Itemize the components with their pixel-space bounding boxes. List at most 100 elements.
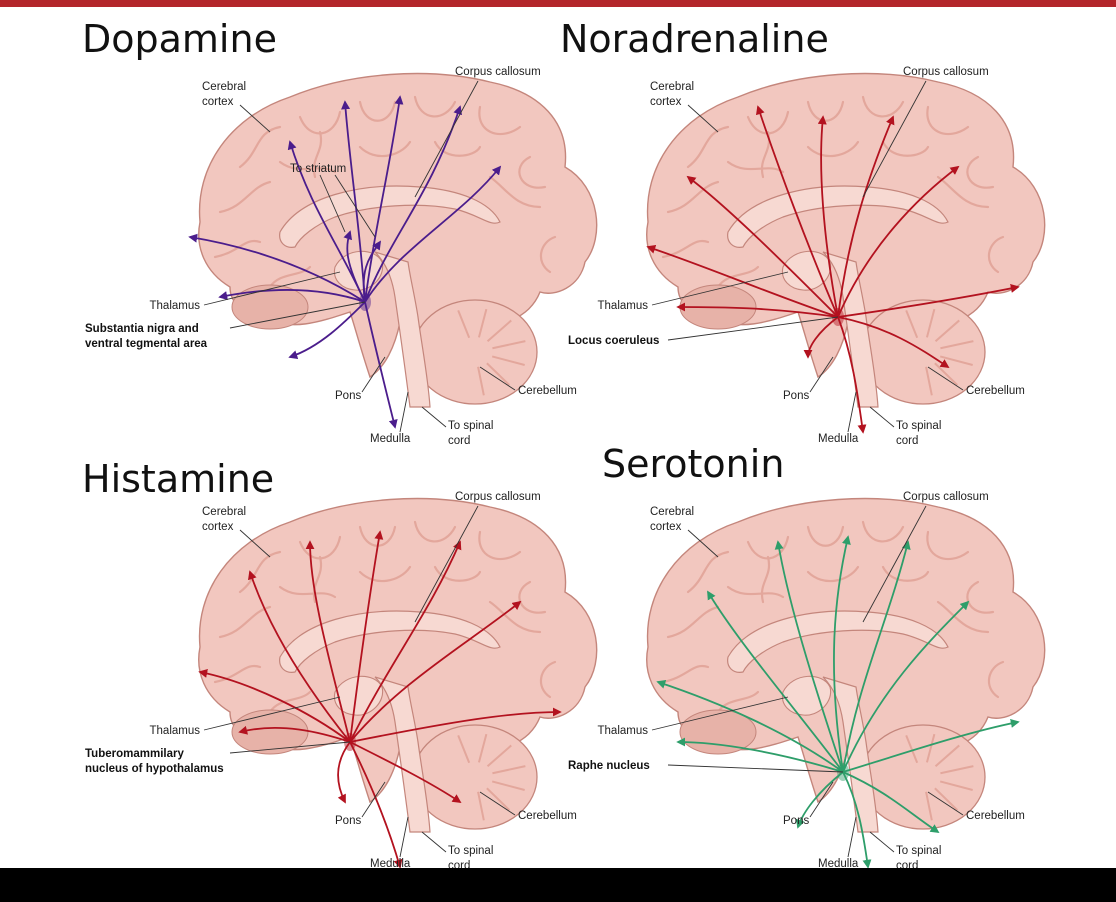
pathway-arrow [198,669,351,743]
label-to-spinal-cord: To spinal [896,420,941,432]
brainstem-shape [374,676,431,833]
thalamus-shape [781,250,832,291]
pathway-arrow [362,240,381,303]
pathway-arrow [341,100,366,303]
cerebellum-folia [491,355,525,366]
label-cerebral-cortex: Cerebral [650,506,694,518]
label-to-spinal-cord: cord [448,860,470,868]
label-cerebellum: Cerebellum [518,810,577,822]
leader-line [399,816,409,858]
gyrus-fold [358,100,397,122]
leader-line [847,391,857,433]
pathway-arrow [349,540,462,743]
label-thalamus: Thalamus [150,300,201,312]
label-corpus-callosum: Corpus callosum [903,66,989,78]
cerebellum-folia [477,791,485,821]
gyrus-fold [661,664,710,684]
cerebellum-folia [457,734,471,764]
leader-line [927,791,964,816]
gyrus-fold [358,140,412,158]
leader-line [869,831,895,853]
cerebrum-outline [198,497,598,804]
pathway-group [646,105,1020,434]
gyrus-fold [278,160,337,174]
gyrus-fold [298,110,342,135]
gyrus-fold [726,585,785,599]
pathway-arrow [707,590,844,773]
label-medulla: Medulla [370,433,411,445]
leader-line [421,406,447,428]
cerebellum-folia [477,366,485,396]
temporal-lobe-shape [231,709,309,755]
cerebellum-folia [940,765,974,775]
label-cerebellum: Cerebellum [966,385,1025,397]
pathway-arrow [349,600,522,743]
cerebellum-folia [486,744,512,767]
panel-title: Serotonin [602,442,784,486]
pathway-arrow [305,540,351,743]
label-pons: Pons [335,390,361,402]
leader-line [847,816,857,858]
leader-line [414,505,479,623]
cerebellum-folia [925,366,933,396]
pathway-arrow [837,316,867,434]
leader-line [239,104,271,133]
leader-line [667,764,844,773]
leader-line [203,696,341,731]
pathway-arrow [842,600,970,773]
leader-line [229,301,366,329]
pathway-arrow [803,316,839,359]
label-source-nucleus: Substantia nigra and [85,323,199,335]
cerebellum-folia [486,319,512,342]
cerebellum-folia [939,780,973,791]
pathway-arrow [349,707,562,743]
gyrus-fold [806,140,860,158]
cerebellum-folia [940,340,974,350]
gyrus-fold [278,585,337,599]
cerebellum-folia [491,780,525,791]
label-to-striatum: To striatum [290,163,346,175]
gyrus-fold [312,555,323,604]
pathway-arrow [833,535,851,773]
panel-title: Noradrenaline [560,17,829,61]
gyrus-fold [433,140,482,157]
label-to-spinal-cord: To spinal [448,420,493,432]
gyrus-fold [716,690,760,714]
label-to-spinal-cord: cord [448,435,470,447]
label-cerebral-cortex: Cerebral [202,506,246,518]
leader-line [862,80,927,198]
label-cerebral-cortex: cortex [650,521,682,533]
pathway-arrow [343,230,366,303]
pathway-group [656,535,1020,868]
leader-line [651,696,789,731]
label-corpus-callosum: Corpus callosum [903,491,989,503]
pathway-arrow [842,719,1020,773]
pathway-arrow [349,741,403,868]
gyrus-fold [966,155,995,189]
cerebellum-folia [905,309,919,339]
label-thalamus: Thalamus [598,725,649,737]
pathway-arrow [817,115,839,318]
panel-title: Histamine [82,457,274,501]
thalamus-shape [333,675,384,716]
leader-line [809,781,834,818]
brain-panel-dopamine [188,72,598,429]
label-to-spinal-cord: cord [896,860,918,868]
label-thalamus: Thalamus [150,725,201,737]
gyrus-fold [746,110,790,135]
label-medulla: Medulla [818,433,859,445]
leader-line [687,529,719,558]
label-cerebral-cortex: cortex [202,96,234,108]
pathway-arrow [656,680,844,773]
pathway-arrow [288,301,366,359]
pathway-arrow [796,771,844,829]
gyrus-fold [746,535,790,560]
cerebellum-folia [477,733,488,763]
cerebellum-folia [925,308,936,338]
gyrus-fold [926,105,970,136]
cerebellum-folia [925,791,933,821]
gyrus-fold [268,265,312,289]
label-medulla: Medulla [818,858,859,868]
